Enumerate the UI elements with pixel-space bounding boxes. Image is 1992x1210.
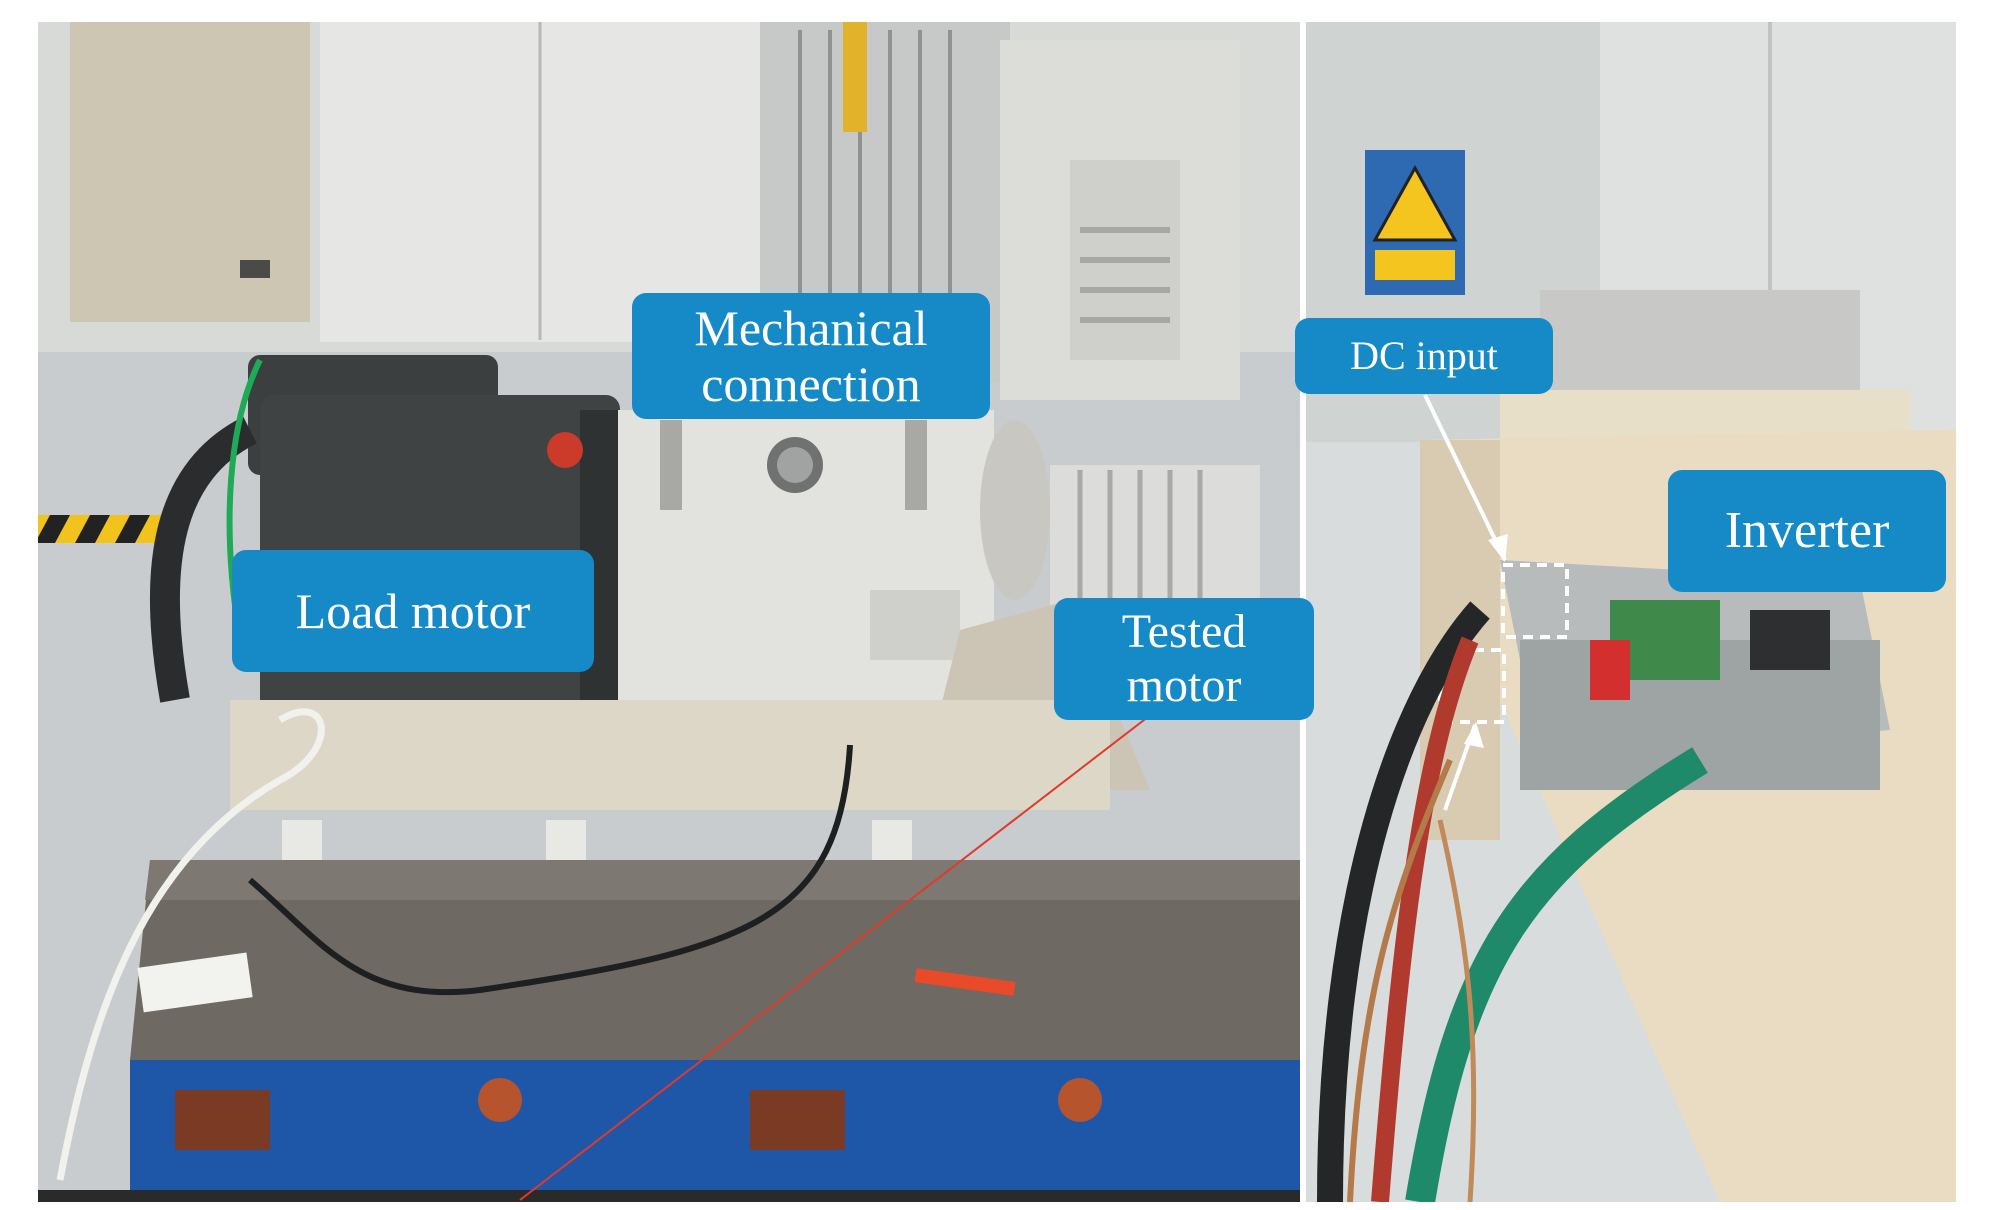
inverter-label: Inverter bbox=[1668, 470, 1946, 592]
warning-sign bbox=[1365, 150, 1465, 295]
tested-motor-line1: Tested bbox=[1121, 605, 1247, 659]
mechanical-connection-line2: connection bbox=[701, 356, 921, 412]
inverter-text: Inverter bbox=[1724, 501, 1890, 559]
dc-input-text: DC input bbox=[1350, 332, 1498, 378]
tested-motor-line2: motor bbox=[1126, 659, 1242, 712]
load-motor-text: Load motor bbox=[295, 583, 531, 639]
mechanical-connection-line1: Mechanical bbox=[694, 300, 928, 356]
load-motor-label: Load motor bbox=[232, 550, 594, 672]
dc-input-label: DC input bbox=[1295, 318, 1553, 394]
right-photo-panel bbox=[1306, 22, 1956, 1202]
hazard-strip bbox=[38, 515, 178, 543]
tested-motor-label: Tested motor bbox=[1054, 598, 1314, 720]
mechanical-connection-label: Mechanical connection bbox=[632, 293, 990, 419]
